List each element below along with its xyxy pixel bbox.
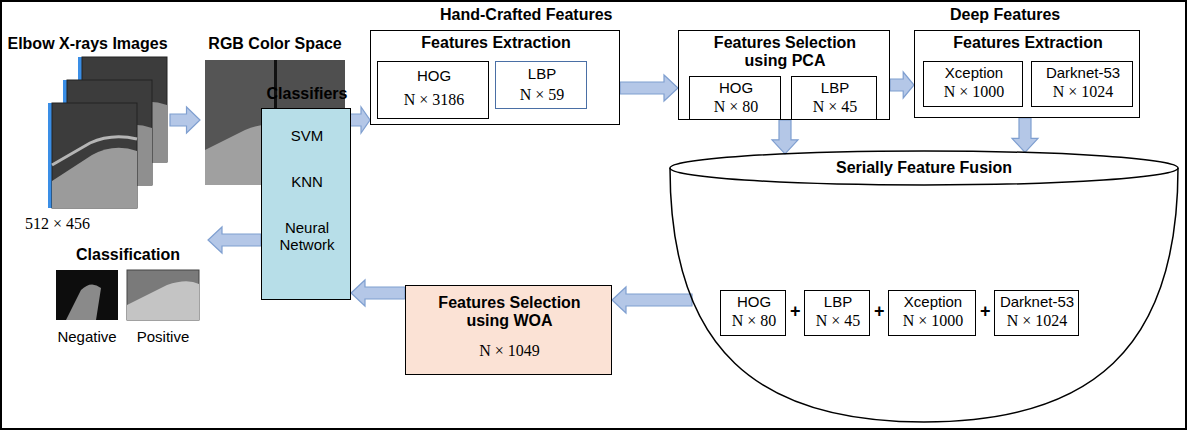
node-title: LBP [528, 65, 556, 82]
node-text: N × 3186 [404, 91, 465, 109]
plus-sign: + [874, 301, 885, 322]
node-title: Elbow X-rays Images [7, 35, 167, 53]
node-text: Neural Network [267, 219, 347, 253]
feature-box: HOG N × 80 [720, 290, 786, 336]
block-arrow [1012, 118, 1038, 152]
node-title: Features Selection using PCA [705, 34, 865, 70]
node-text: Negative [57, 328, 116, 345]
block-arrow [350, 107, 370, 133]
block-arrow [620, 75, 678, 101]
xray-image [78, 57, 167, 162]
block-arrow [772, 120, 798, 154]
node-title: Features Extraction [953, 34, 1102, 52]
negative-image [56, 270, 118, 320]
node-text: N × 1000 [944, 83, 1005, 101]
node-title: RGB Color Space [208, 35, 341, 53]
node-text: SVM [291, 127, 324, 144]
image-stack: Elbow X-rays Images 512 × 456 [5, 35, 170, 235]
selection-box: Features Selection using WOA N × 1049 [405, 285, 612, 375]
node-text: N × 1024 [1007, 312, 1068, 330]
feature-box: Darknet-53 N × 1024 [1031, 61, 1133, 107]
node-title: LBP [821, 79, 849, 96]
node-text: N × 80 [714, 98, 759, 116]
node-text: N × 80 [732, 312, 777, 330]
node-text: 512 × 456 [25, 215, 90, 233]
feature-box: LBP N × 45 [804, 290, 870, 336]
node-title: HOG [417, 67, 451, 84]
xray-image [48, 103, 137, 208]
node-text: Positive [137, 328, 190, 345]
plus-sign: + [790, 301, 801, 322]
section-title: Hand-Crafted Features [440, 6, 612, 24]
node-text: N × 1000 [903, 312, 964, 330]
result-panel: ClassificationNegative Positive [48, 228, 208, 358]
node-text: N × 45 [813, 98, 858, 116]
node-title: HOG [719, 79, 753, 96]
plus-sign: + [980, 301, 991, 322]
node-text: KNN [291, 173, 323, 190]
section-title: Deep Features [950, 6, 1060, 24]
process-box: Features ExtractionXception N × 1000 Darkn… [914, 30, 1140, 118]
node-title: HOG [737, 293, 771, 310]
node-title: Features Extraction [421, 34, 570, 52]
block-arrow [351, 280, 405, 306]
bowl-body [670, 168, 1178, 422]
node-text: N × 1024 [1053, 83, 1114, 101]
feature-box: Darknet-53 N × 1024 [994, 290, 1079, 336]
block-arrow [170, 107, 200, 133]
node-title: Classifiers [267, 85, 348, 103]
feature-box: HOG N × 80 [689, 76, 781, 120]
fusion-bowl: Serially Feature FusionHOG N × 80 LBP N × 4… [668, 150, 1180, 426]
node-title: Features Selection using WOA [425, 294, 595, 330]
bowl-outline [668, 150, 1180, 426]
block-arrow [208, 227, 261, 253]
feature-box: Xception N × 1000 [888, 290, 976, 336]
xray-image [63, 80, 152, 185]
block-arrow [890, 72, 914, 98]
positive-image [127, 270, 199, 320]
feature-box: LBP N × 45 [791, 76, 877, 120]
feature-box: Xception N × 1000 [923, 61, 1023, 107]
node-title: Classification [76, 246, 180, 264]
node-text: N × 45 [816, 312, 861, 330]
feature-box: LBP N × 59 [495, 61, 587, 109]
classifier-box: ClassifiersSVMKNNNeural Network [261, 108, 351, 300]
process-box: Features Selection using PCA HOG N × 80 LBP… [678, 30, 890, 120]
node-title: LBP [824, 293, 852, 310]
feature-box: HOG N × 3186 [377, 61, 489, 119]
node-title: Darknet-53 [1000, 293, 1074, 310]
node-title: Serially Feature Fusion [836, 159, 1012, 177]
node-text: N × 59 [520, 86, 565, 104]
process-box: Features ExtractionHOG N × 3186 LBP N × 59 [370, 30, 620, 125]
block-arrow [612, 287, 692, 313]
bowl-rim [670, 151, 1178, 185]
node-title: Xception [904, 293, 962, 310]
node-title: Darknet-53 [1046, 64, 1120, 81]
node-title: Xception [945, 64, 1003, 81]
node-text: N × 1049 [479, 342, 540, 360]
